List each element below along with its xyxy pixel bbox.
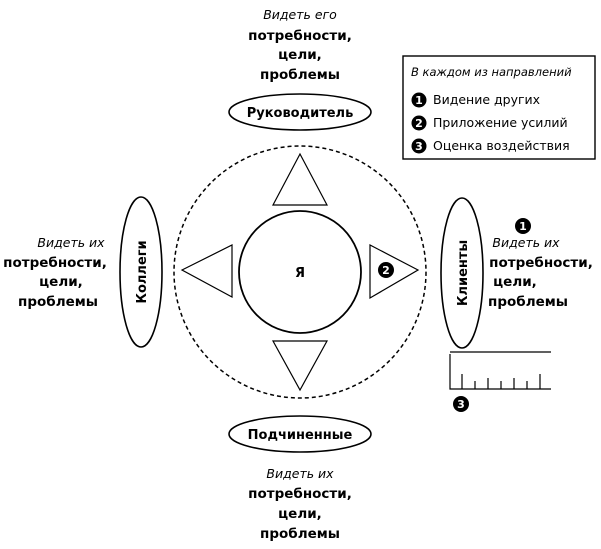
legend-item: 2 Приложение усилий <box>411 115 568 131</box>
left-node-label: Коллеги <box>135 240 150 303</box>
right-caption-line-2: потребности, <box>489 255 593 271</box>
right-caption: Видеть их потребности, цели, проблемы <box>488 235 593 310</box>
left-caption-line-1: Видеть их <box>37 235 105 250</box>
effort-marker: 2 <box>378 262 394 278</box>
top-caption-line-3: цели, <box>278 47 322 63</box>
left-node <box>119 196 163 348</box>
vision-marker-number: 1 <box>519 220 527 233</box>
impact-marker: 3 <box>453 396 469 412</box>
left-caption-line-3: цели, <box>39 274 83 290</box>
legend-item: 1 Видение других <box>411 92 540 108</box>
dashed-circle <box>173 145 427 399</box>
legend-item-label: Оценка воздействия <box>433 138 570 153</box>
impact-marker-number: 3 <box>457 398 465 411</box>
center-circle <box>238 210 362 334</box>
arrow-down <box>271 340 329 392</box>
right-caption-line-3: цели, <box>493 274 537 290</box>
right-node <box>440 197 484 349</box>
right-caption-line-1: Видеть их <box>492 235 560 250</box>
bottom-caption-line-1: Видеть их <box>266 466 334 481</box>
legend-box <box>402 55 596 160</box>
vision-marker: 1 <box>515 218 531 234</box>
legend-item-number: 3 <box>415 140 423 153</box>
center-label: Я <box>295 266 305 281</box>
legend-item-label: Видение других <box>433 92 540 107</box>
left-caption: Видеть их потребности, цели, проблемы <box>3 235 107 310</box>
legend-item: 3 Оценка воздействия <box>411 138 570 154</box>
arrow-up <box>272 152 328 206</box>
bottom-caption-line-2: потребности, <box>248 486 352 502</box>
left-caption-line-4: проблемы <box>18 294 98 310</box>
legend-item-number: 2 <box>415 117 423 130</box>
bottom-caption-line-3: цели, <box>278 506 322 522</box>
right-caption-line-4: проблемы <box>488 294 568 310</box>
top-caption-line-4: проблемы <box>260 67 340 83</box>
bottom-node <box>228 415 372 453</box>
bottom-node-label: Подчиненные <box>248 428 353 443</box>
bottom-caption: Видеть их потребности, цели, проблемы <box>248 466 352 542</box>
top-node-label: Руководитель <box>247 106 354 121</box>
top-caption: Видеть его потребности, цели, проблемы <box>248 7 352 83</box>
bottom-caption-line-4: проблемы <box>260 526 340 542</box>
top-caption-line-1: Видеть его <box>263 7 337 22</box>
impact-scale <box>449 351 551 390</box>
legend-item-label: Приложение усилий <box>433 115 568 130</box>
top-caption-line-2: потребности, <box>248 28 352 44</box>
effort-marker-number: 2 <box>382 264 390 277</box>
left-caption-line-2: потребности, <box>3 255 107 271</box>
legend: В каждом из направлений 1 Видение других… <box>402 55 596 160</box>
legend-item-number: 1 <box>415 94 423 107</box>
impact-scale-ticks <box>461 374 541 389</box>
right-node-label: Клиенты <box>456 240 471 306</box>
arrow-right <box>369 244 420 300</box>
legend-title: В каждом из направлений <box>411 65 572 79</box>
top-node <box>228 93 372 131</box>
arrow-left <box>180 244 233 299</box>
